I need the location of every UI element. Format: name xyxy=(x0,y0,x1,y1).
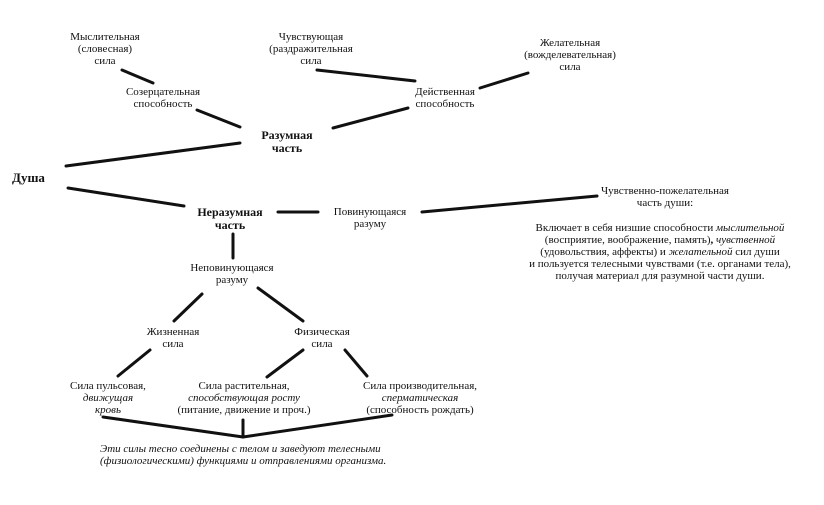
node-povin: Повинующаяся разуму xyxy=(333,206,407,230)
node-nerazum: Неразумная часть xyxy=(197,205,263,232)
line-zhel-deistv xyxy=(478,71,530,90)
node-mysl: Мыслительная (словесная) сила xyxy=(70,31,140,67)
line-fiz-proizv xyxy=(343,348,369,378)
line-nepovin-fiz xyxy=(256,286,305,323)
line-povin-chuvpozh xyxy=(420,194,599,214)
node-zhizn: Жизненная сила xyxy=(146,326,200,350)
node-deistv: Действенная способность xyxy=(415,86,475,110)
chuvpozh-description: Включает в себя низшие способности мысли… xyxy=(529,222,791,282)
node-proizv: Сила производительная, сперматическая (с… xyxy=(362,380,478,416)
line-sozer-razum xyxy=(195,108,242,129)
note-body-functions: Эти силы тесно соединены с телом и завед… xyxy=(100,443,387,467)
line-fiz-rast xyxy=(265,348,305,379)
node-chuv: Чувствующая (раздражительная сила xyxy=(269,31,353,67)
node-puls: Сила пульсовая, движущая кровь xyxy=(70,380,146,416)
node-zhel: Желательная (вожделевательная) сила xyxy=(524,37,616,73)
node-dusha: Душа xyxy=(12,170,45,185)
node-rast: Сила растительная, способствующая росту … xyxy=(177,380,311,416)
line-deistv-razum xyxy=(331,106,410,130)
line-nepovin-zhizn xyxy=(172,292,204,323)
line-puls-note xyxy=(101,415,245,439)
node-fiz: Физическая сила xyxy=(294,326,350,350)
line-dusha-nerazum xyxy=(66,186,186,208)
node-nepovin: Неповинующаяся разуму xyxy=(190,262,274,286)
line-mysl-sozer xyxy=(120,68,155,85)
line-dusha-razum xyxy=(64,141,242,168)
node-chuvpozh-title: Чувственно-пожелательная часть души: xyxy=(601,185,729,209)
node-sozer: Созерцательная способность xyxy=(125,86,201,110)
line-proizv-note xyxy=(241,413,394,439)
line-chuv-deistv xyxy=(315,68,417,83)
node-razum: Разумная часть xyxy=(261,128,313,155)
line-zhizn-puls xyxy=(116,348,152,378)
